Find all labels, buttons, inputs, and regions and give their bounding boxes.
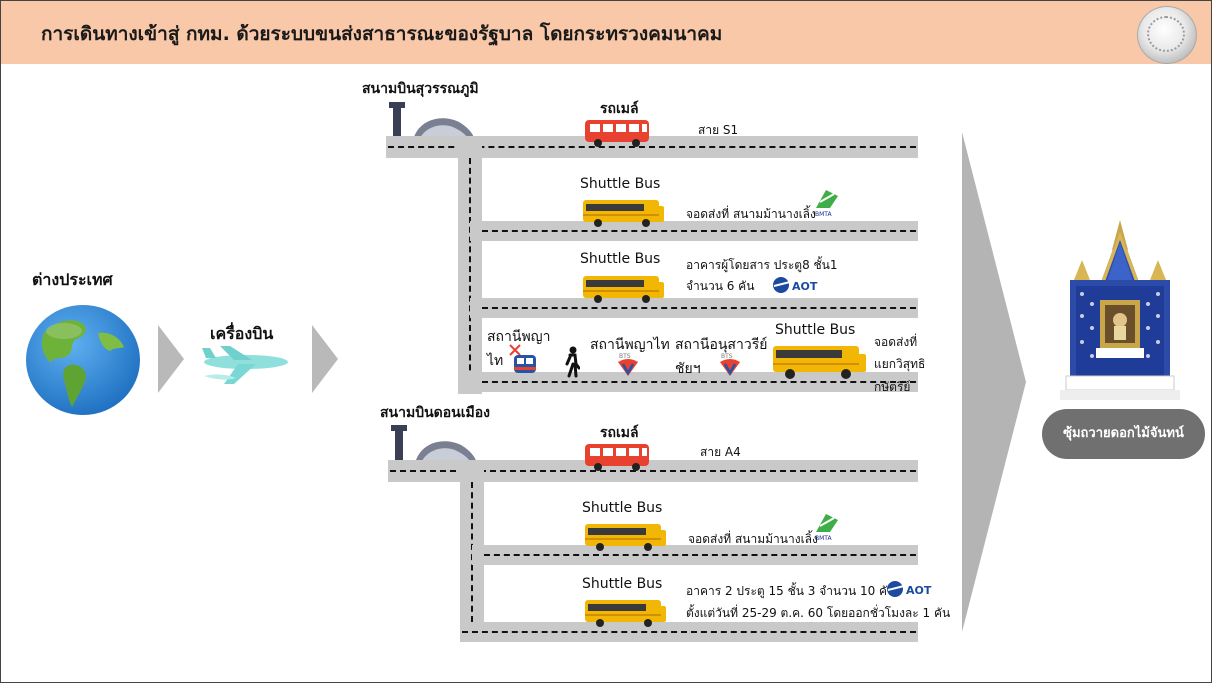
svg-text:BTS: BTS [619, 353, 631, 360]
arrow-chevron-1 [158, 325, 184, 393]
drop-off-line2: แยกวิสุทธิ [874, 357, 926, 371]
yellow-bus-icon [585, 524, 666, 551]
svg-text:BTS: BTS [721, 353, 733, 360]
bmta-bus-label: รถเมล์ [600, 425, 639, 441]
airport-rail-link-icon [509, 344, 536, 373]
bts-logo-icon: BTS [720, 353, 740, 376]
donmueang-title: สนามบินดอนเมือง [380, 405, 490, 421]
station-phaya-thai-bts: สถานีพญาไท [590, 337, 670, 353]
lane-marking [482, 381, 916, 383]
walking-person-icon [565, 346, 580, 378]
red-bus-icon [585, 120, 649, 147]
yellow-bus-icon [583, 200, 664, 227]
station-phaya-thai-airport-line1: สถานีพญา [487, 329, 551, 345]
plane-label: เครื่องบิน [210, 324, 274, 343]
yellow-bus-icon [585, 600, 666, 627]
header-bar: การเดินทางเข้าสู่ กทม. ด้วยระบบขนส่งสาธา… [1, 1, 1211, 64]
yellow-bus-icon [773, 346, 866, 379]
station-victory-monument-line1: สถานีอนุสาวรีย์ [675, 337, 768, 353]
page-title: การเดินทางเข้าสู่ กทม. ด้วยระบบขนส่งสาธา… [41, 23, 723, 45]
drop-off-line1: จอดส่งที่ [874, 335, 918, 349]
lane-marking [390, 470, 916, 472]
shuttle-info-line2: จำนวน 6 คัน [686, 279, 755, 293]
shuttle-bus-label: Shuttle Bus [582, 576, 663, 592]
suvarnabhumi-title: สนามบินสุวรรณภูมิ [362, 81, 479, 97]
shuttle-bus-label: Shuttle Bus [582, 500, 663, 516]
lane-marking [482, 307, 916, 309]
emblem-icon [1137, 6, 1197, 64]
bts-logo-icon: BTS [618, 353, 638, 376]
aot-logo-text: AOT [906, 584, 932, 597]
lane-marking [462, 631, 916, 633]
shuttle-bus-label: Shuttle Bus [580, 176, 661, 192]
aot-logo-icon: AOT [773, 277, 818, 293]
shuttle-info: จอดส่งที่ สนามม้านางเลิ้ง [688, 532, 818, 546]
aot-logo-text: AOT [792, 280, 818, 293]
bmta-logo-icon: BMTA [815, 190, 838, 218]
shuttle-info: จอดส่งที่ สนามม้านางเลิ้ง [686, 207, 816, 221]
lane-marking [482, 230, 916, 232]
station-victory-monument-line2: ชัยฯ [675, 361, 701, 377]
globe-icon [26, 305, 140, 415]
bmta-logo-text: BMTA [815, 535, 832, 542]
arrow-chevron-2 [312, 325, 338, 393]
royal-pavilion-icon [1060, 220, 1180, 400]
shuttle-bus-label: Shuttle Bus [775, 322, 856, 338]
lane-marking [388, 146, 916, 148]
airplane-icon [202, 346, 288, 384]
bus-route: สาย S1 [698, 123, 739, 137]
yellow-bus-icon [583, 276, 664, 303]
bmta-logo-icon: BMTA [815, 514, 838, 542]
aot-logo-icon: AOT [887, 581, 932, 597]
shuttle-info-line2: ตั้งแต่วันที่ 25-29 ต.ค. 60 โดยออกชั่วโม… [686, 606, 951, 620]
arrow-chevron-large [962, 132, 1026, 632]
station-phaya-thai-airport-line2: ไท [487, 353, 504, 369]
shuttle-info-line1: อาคารผู้โดยสาร ประตู8 ชั้น1 [686, 258, 838, 272]
bmta-bus-label: รถเมล์ [600, 101, 639, 117]
shuttle-bus-label: Shuttle Bus [580, 251, 661, 267]
lane-marking [484, 554, 916, 556]
red-bus-icon [585, 444, 649, 471]
bmta-logo-text: BMTA [815, 211, 832, 218]
origin-label: ต่างประเทศ [32, 270, 113, 289]
drop-off-line3: กษัตริย์ [874, 380, 911, 394]
destination-label: ซุ้มถวายดอกไม้จันทน์ [1042, 409, 1205, 459]
shuttle-info-line1: อาคาร 2 ประตู 15 ชั้น 3 จำนวน 10 คัน [686, 584, 896, 598]
bus-route: สาย A4 [700, 445, 741, 459]
lane-marking [469, 158, 471, 390]
